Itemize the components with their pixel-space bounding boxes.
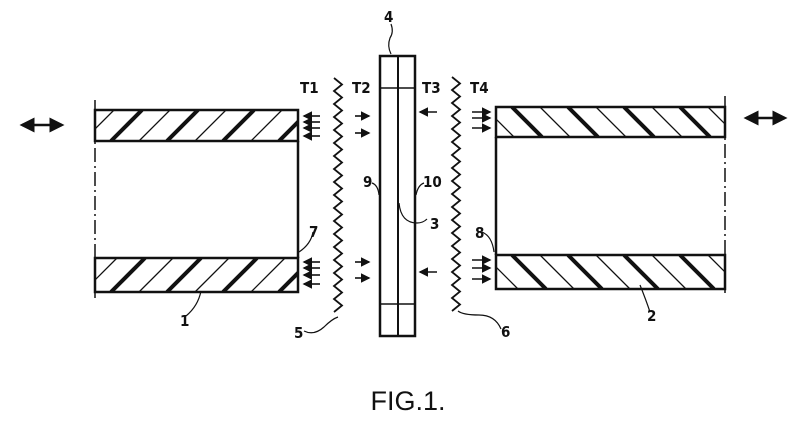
label-heater-left: 5 — [294, 324, 303, 342]
heater-left-zigzag — [334, 78, 342, 312]
hatch-line — [596, 255, 630, 289]
hatch-line — [540, 107, 570, 137]
hatch-line — [540, 255, 574, 289]
hatch-line — [652, 107, 682, 137]
label-t2: T2 — [352, 79, 371, 97]
label-heater-right: 6 — [501, 323, 510, 341]
label-plate-face-right: 10 — [423, 173, 442, 191]
hatch-line — [111, 258, 145, 292]
label-t4: T4 — [470, 79, 489, 97]
hatch-line — [167, 110, 198, 141]
label-t1: T1 — [300, 79, 319, 97]
label-tube-right: 2 — [647, 307, 656, 325]
hatch-line — [680, 255, 714, 289]
hatch-line — [764, 107, 794, 137]
label-plate-face-left: 9 — [363, 173, 372, 191]
heater-right-zigzag — [452, 77, 460, 311]
label-plate: 4 — [384, 8, 393, 26]
hatch-line — [55, 258, 89, 292]
label-t3: T3 — [422, 79, 441, 97]
hatch-line — [568, 107, 598, 137]
hatch-line — [251, 258, 285, 292]
hatch-line — [596, 107, 626, 137]
figure-caption: FIG.1. — [370, 386, 445, 416]
label-membrane: 3 — [430, 215, 439, 233]
hatch-line — [223, 110, 254, 141]
hatch-line — [83, 110, 114, 141]
hatch-line — [111, 110, 142, 141]
hatch-line — [736, 255, 770, 289]
hatch-line — [680, 107, 710, 137]
hatch-line — [624, 107, 654, 137]
hatch-line — [512, 107, 542, 137]
leader-lines — [186, 24, 650, 333]
hatch-line — [251, 110, 282, 141]
hatch-line — [195, 258, 229, 292]
plate — [380, 56, 415, 336]
hatch-line — [708, 107, 738, 137]
hatch-line — [764, 255, 798, 289]
hatch-line — [652, 255, 686, 289]
hatch-line — [195, 110, 226, 141]
hatch-line — [736, 107, 766, 137]
label-face-right: 8 — [475, 224, 484, 242]
hatch-line — [83, 258, 117, 292]
hatch-line — [624, 255, 658, 289]
label-face-left: 7 — [309, 223, 318, 241]
tube-left — [55, 100, 369, 298]
hatch-line — [568, 255, 602, 289]
hatch-line — [335, 258, 369, 292]
hatch-line — [167, 258, 201, 292]
hatch-line — [139, 110, 170, 141]
hatch-line — [512, 255, 546, 289]
hatch-line — [139, 258, 173, 292]
hatch-line — [223, 258, 257, 292]
label-tube-left: 1 — [180, 312, 189, 330]
tube-right — [456, 96, 798, 293]
